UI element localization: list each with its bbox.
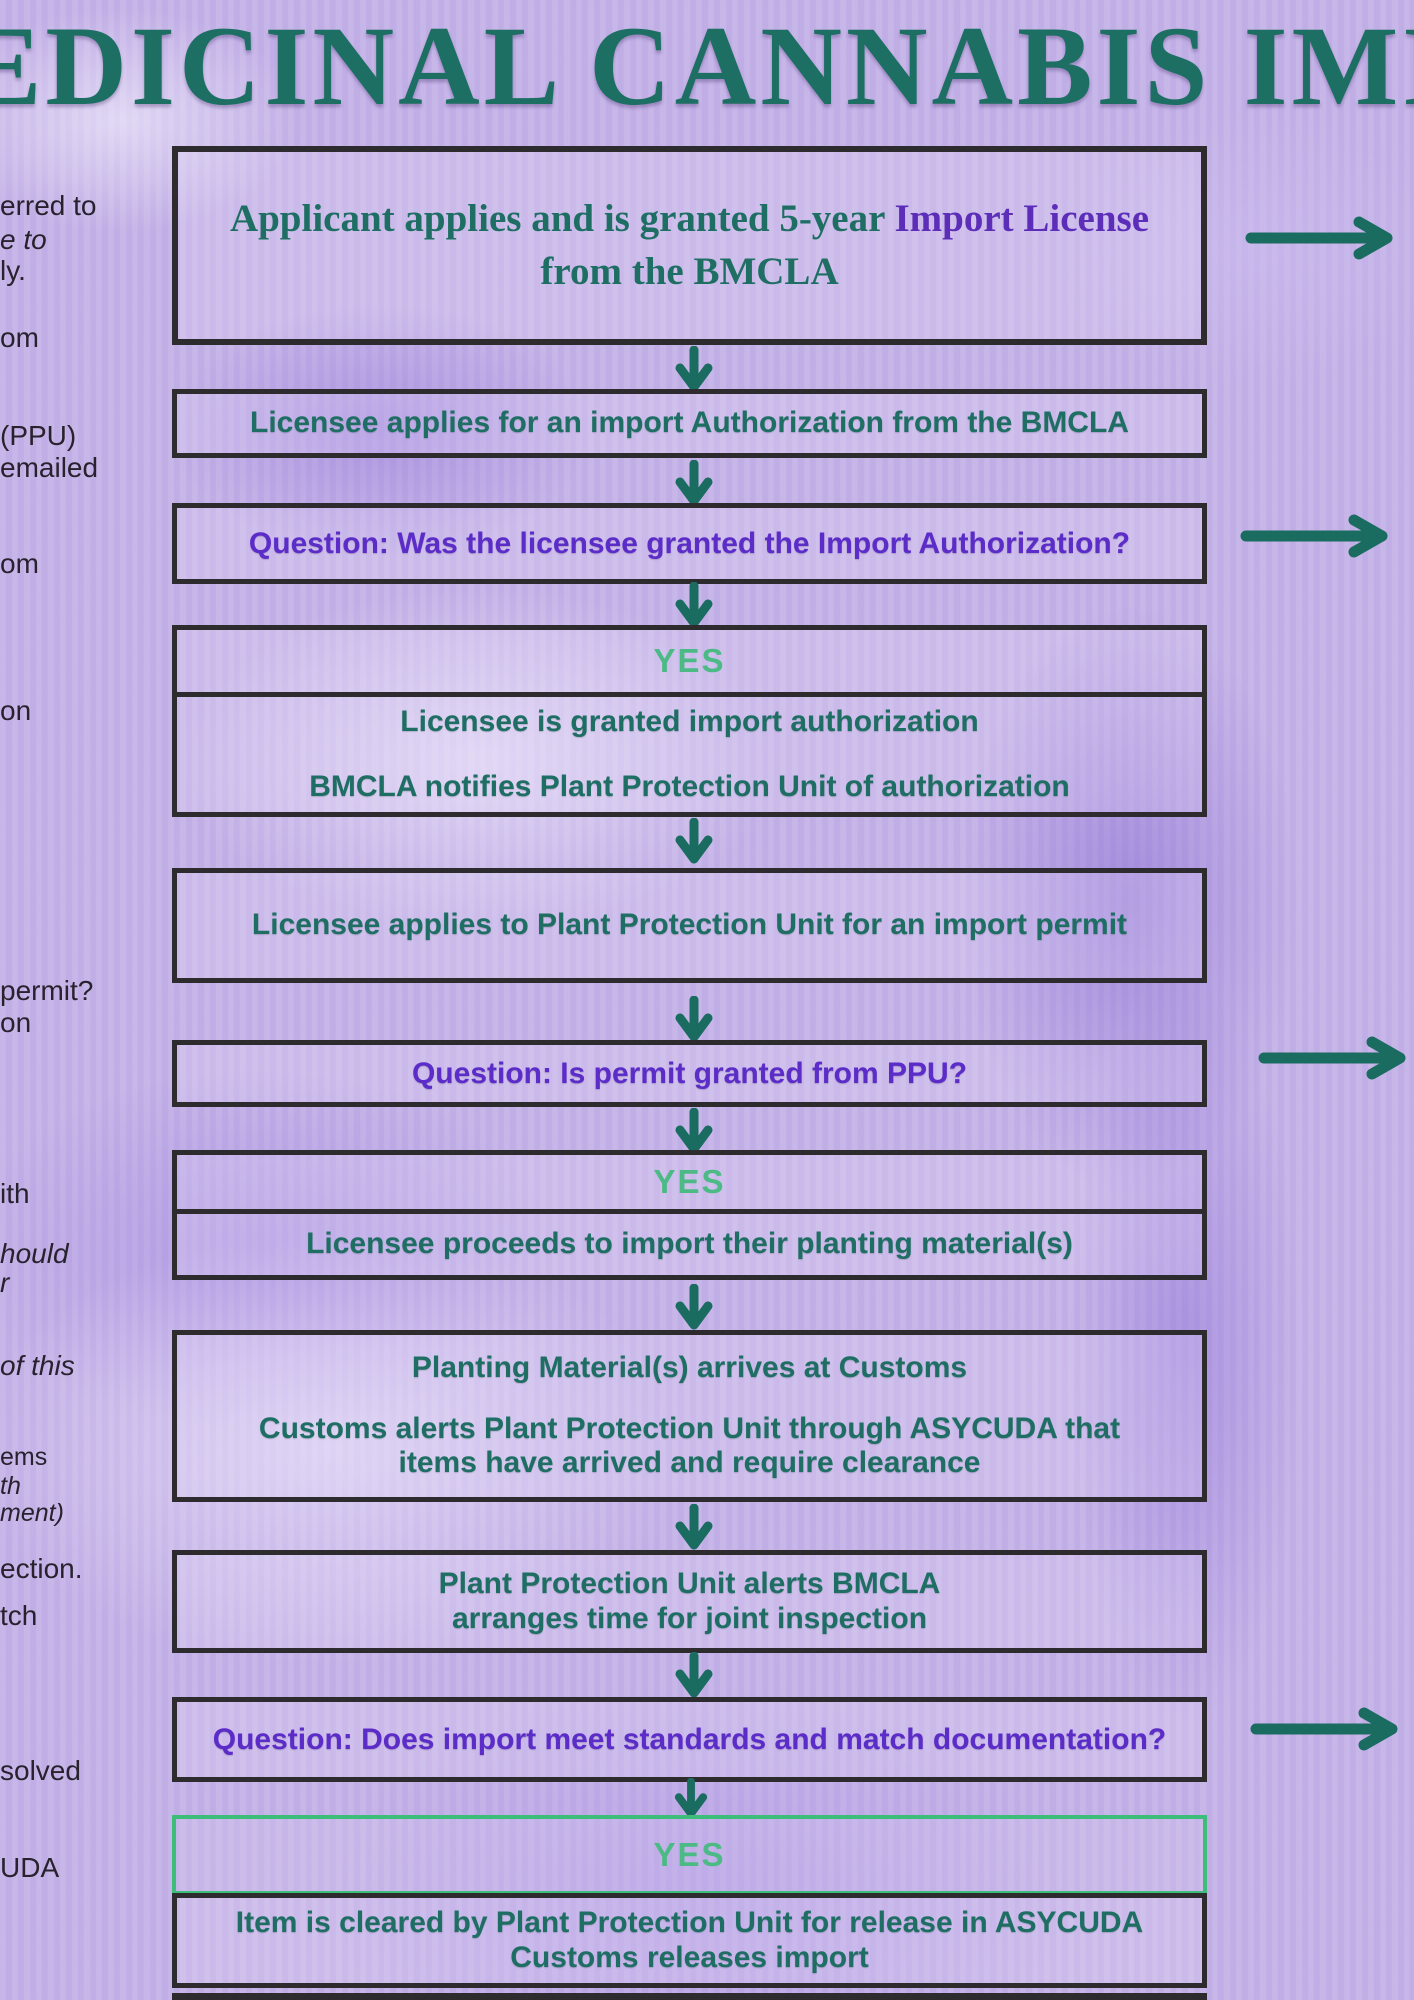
- customs-line2: Customs alerts Plant Protection Unit thr…: [258, 1411, 1121, 1445]
- arrow-down-icon: [675, 581, 713, 628]
- arrow-down-icon: [670, 1651, 718, 1703]
- question-authorization-text: Question: Was the licensee granted the I…: [248, 526, 1131, 560]
- license-box: Applicant applies and is granted 5-year …: [172, 146, 1207, 345]
- customs-alert-lines: Customs alerts Plant Protection Unit thr…: [259, 1412, 1120, 1481]
- arrow-down-icon: [670, 459, 718, 511]
- question-standards-text: Question: Does import meet standards and…: [212, 1722, 1167, 1756]
- cleared-line2: Customs releases import: [510, 1940, 869, 1974]
- margin-note: ems: [0, 1443, 48, 1471]
- margin-note: ment): [0, 1499, 64, 1527]
- joint-inspection-box: Plant Protection Unit alerts BMCLA arran…: [172, 1550, 1207, 1653]
- margin-note: on: [0, 695, 32, 726]
- arrow-right-icon: [1250, 1706, 1412, 1757]
- arrow-right-icon: [1258, 1035, 1414, 1086]
- arrow-down-icon: [670, 345, 718, 397]
- arrow-right-icon: [1245, 215, 1407, 266]
- arrow-down-icon: [675, 1651, 713, 1698]
- license-box-line1: Applicant applies and is granted 5-year …: [230, 193, 1149, 246]
- permit-application-text: Licensee applies to Plant Protection Uni…: [251, 908, 1128, 942]
- margin-note: th: [0, 1472, 21, 1500]
- margin-note: ith: [0, 1178, 30, 1209]
- yes-box-3: YES: [172, 1815, 1207, 1895]
- arrow-down-icon: [675, 345, 713, 392]
- authorization-box: Licensee applies for an import Authoriza…: [172, 389, 1207, 458]
- margin-note: om: [0, 548, 39, 579]
- license-box-line1-prefix: Applicant applies and is granted 5-year: [229, 196, 895, 240]
- cropped-box-border: [172, 1993, 1207, 2000]
- proceed-import-text: Licensee proceeds to import their planti…: [306, 1227, 1073, 1261]
- inspection-line1: Plant Protection Unit alerts BMCLA: [438, 1567, 941, 1600]
- cleared-line1: Item is cleared by Plant Protection Unit…: [235, 1906, 1144, 1939]
- margin-note: UDA: [0, 1852, 60, 1883]
- arrow-down-icon: [675, 1283, 713, 1330]
- margin-note: ly.: [0, 255, 26, 286]
- margin-note: solved: [0, 1755, 81, 1786]
- inspection-line2: arranges time for joint inspection: [451, 1601, 928, 1635]
- arrow-right-icon: [1250, 1707, 1398, 1751]
- authorization-granted-box: Licensee is granted import authorization…: [172, 692, 1207, 817]
- margin-note: om: [0, 322, 39, 353]
- arrow-down-icon: [675, 1503, 713, 1550]
- margin-note: hould: [0, 1238, 69, 1269]
- margin-note: of this: [0, 1350, 75, 1381]
- yes-box-2: YES: [172, 1150, 1207, 1214]
- margin-note: erred to: [0, 190, 97, 221]
- margin-note: tch: [0, 1600, 38, 1631]
- arrow-right-icon: [1240, 513, 1402, 564]
- customs-line3: items have arrived and require clearance: [398, 1446, 981, 1480]
- customs-line1: Planting Material(s) arrives at Customs: [411, 1351, 968, 1385]
- arrow-down-icon: [675, 459, 713, 506]
- yes-label: YES: [653, 642, 726, 679]
- permit-application-box: Licensee applies to Plant Protection Uni…: [172, 868, 1207, 983]
- yes-label: YES: [653, 1163, 726, 1200]
- arrow-right-icon: [1258, 1036, 1406, 1080]
- question-permit-text: Question: Is permit granted from PPU?: [411, 1056, 968, 1090]
- margin-note: r: [0, 1267, 10, 1298]
- yes-label: YES: [653, 1836, 726, 1873]
- arrow-down-icon: [670, 817, 718, 869]
- margin-note: emailed: [0, 452, 99, 483]
- arrow-down-icon: [675, 1107, 713, 1154]
- arrow-down-icon: [670, 1283, 718, 1335]
- cleared-box: Item is cleared by Plant Protection Unit…: [172, 1893, 1207, 1988]
- question-permit-box: Question: Is permit granted from PPU?: [172, 1040, 1207, 1107]
- customs-arrival-box: Planting Material(s) arrives at Customs …: [172, 1330, 1207, 1502]
- authorization-granted-line2: BMCLA notifies Plant Protection Unit of …: [309, 769, 1070, 803]
- yes-box-1: YES: [172, 625, 1207, 697]
- page-title: EDICINAL CANNABIS IMI: [0, 4, 1414, 129]
- arrow-right-icon: [1240, 514, 1388, 558]
- arrow-down-icon: [670, 1503, 718, 1555]
- authorization-granted-line1: Licensee is granted import authorization: [400, 705, 979, 738]
- arrow-right-icon: [1245, 216, 1393, 260]
- margin-note: e to: [0, 224, 47, 255]
- authorization-box-text: Licensee applies for an import Authoriza…: [250, 406, 1129, 440]
- license-box-line2: from the BMCLA: [540, 249, 839, 293]
- proceed-import-box: Licensee proceeds to import their planti…: [172, 1209, 1207, 1280]
- arrow-down-icon: [670, 995, 718, 1047]
- margin-note: ection.: [0, 1553, 83, 1584]
- arrow-down-icon: [670, 1107, 718, 1159]
- question-standards-box: Question: Does import meet standards and…: [172, 1697, 1207, 1782]
- arrow-down-icon: [675, 995, 713, 1042]
- arrow-down-icon: [670, 1777, 712, 1823]
- question-authorization-box: Question: Was the licensee granted the I…: [172, 503, 1207, 584]
- margin-note: permit?: [0, 975, 94, 1006]
- margin-note: on: [0, 1007, 32, 1038]
- license-box-line1-highlight: Import License: [894, 196, 1150, 240]
- arrow-down-icon: [670, 581, 718, 633]
- arrow-down-icon: [675, 817, 713, 864]
- arrow-down-icon: [674, 1777, 708, 1818]
- margin-note: (PPU): [0, 420, 77, 451]
